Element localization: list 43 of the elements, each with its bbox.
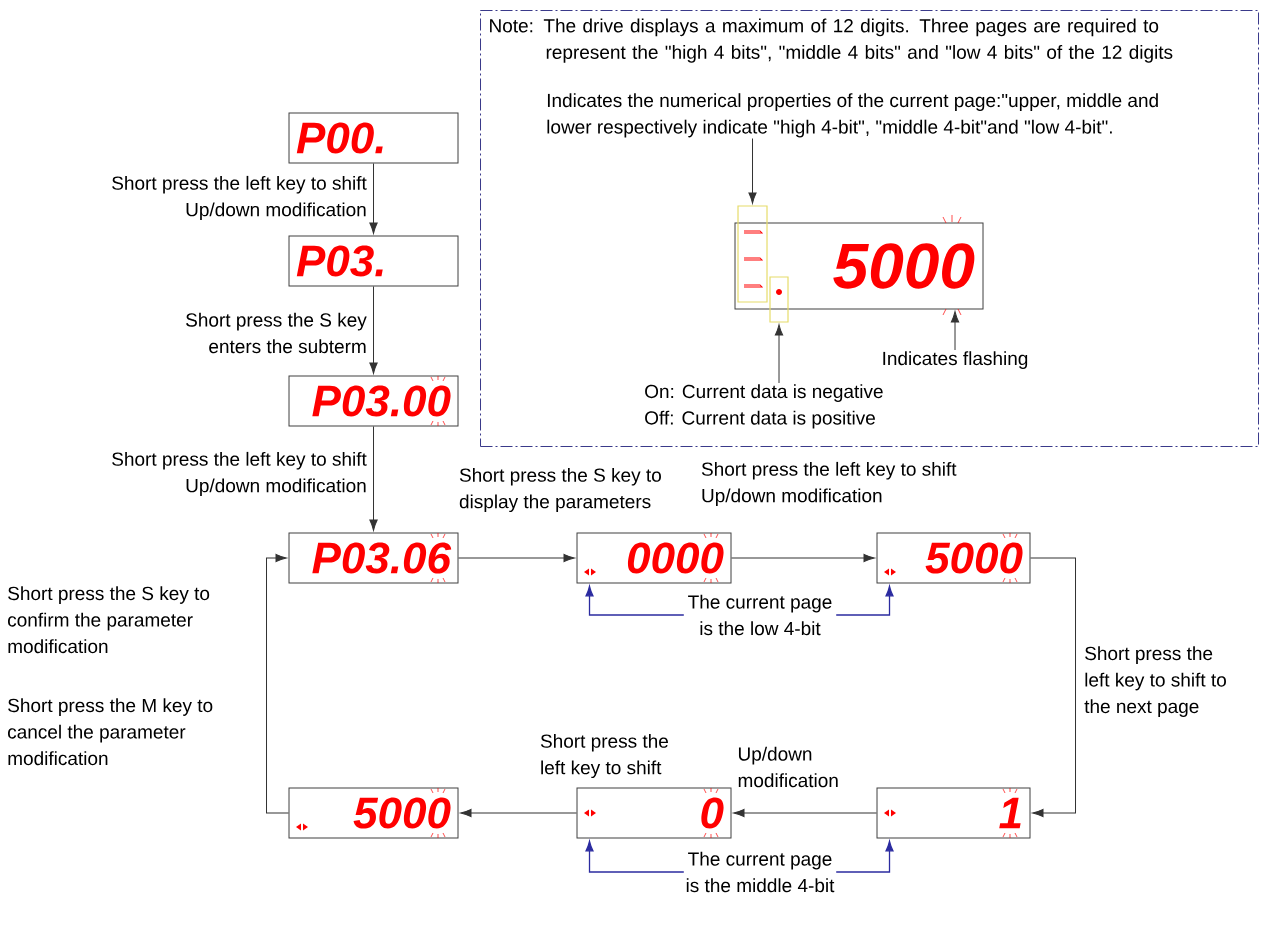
arrow xyxy=(731,553,875,563)
arrow xyxy=(748,138,757,204)
arrow xyxy=(458,553,575,563)
leader-line xyxy=(835,585,894,616)
note-text: Indicates the numerical properties of the current page:"upper, middle and lower respectively indicate "high 4-bit", "middle 4-bit"and "low 4-bit". xyxy=(547,93,1158,138)
callout-text: The current page is the low 4-bit xyxy=(688,594,832,636)
edge-label: Short press the S key to confirm the parameter modification xyxy=(8,586,210,654)
arrow xyxy=(460,808,577,818)
highlight-box xyxy=(769,276,789,323)
display-screen: 5000 xyxy=(288,787,459,839)
display-screen: 5000 xyxy=(734,222,984,310)
display-screen: 0 xyxy=(576,787,732,839)
edge-label: Short press the left key to shift Up/down modification xyxy=(112,175,367,221)
leader-line xyxy=(585,840,685,873)
callout-text: Indicates flashing xyxy=(883,351,1028,369)
display-screen: P03.06 xyxy=(288,532,459,584)
edge-label: Up/down modification xyxy=(738,746,838,788)
arrow xyxy=(369,426,378,531)
display-screen: 1 xyxy=(876,787,1031,839)
arrow xyxy=(1030,557,1076,818)
edge-label: Short press the left key to shift xyxy=(540,733,668,779)
arrow xyxy=(950,311,960,351)
arrow xyxy=(369,286,378,374)
arrow xyxy=(266,553,289,814)
leader-line xyxy=(585,585,685,616)
display-screen: 0000 xyxy=(576,532,732,584)
callout-text: The current page is the middle 4-bit xyxy=(686,851,835,893)
annotation-text: Short press the M key to cancel the parameter modification xyxy=(8,698,213,766)
display-screen: 5000 xyxy=(876,532,1031,584)
edge-label: Short press the left key to shift Up/down modification xyxy=(112,451,367,497)
callout-text: On: Current data is negative Off: Current data is positive xyxy=(645,384,883,429)
highlight-box xyxy=(737,205,768,303)
edge-label: Short press the left key to shift to the next page xyxy=(1084,646,1226,717)
arrow xyxy=(369,163,378,234)
edge-label: Short press the S key enters the subterm xyxy=(186,312,367,354)
display-screen: P03.00 xyxy=(288,375,459,427)
display-screen: P03. xyxy=(288,235,459,287)
edge-label: Short press the left key to shift Up/down modification xyxy=(701,461,957,507)
arrow xyxy=(733,808,877,818)
edge-label: Short press the S key to display the parameters xyxy=(459,467,661,513)
leader-line xyxy=(835,840,894,873)
arrow xyxy=(774,324,784,384)
display-screen: P00. xyxy=(288,112,459,164)
